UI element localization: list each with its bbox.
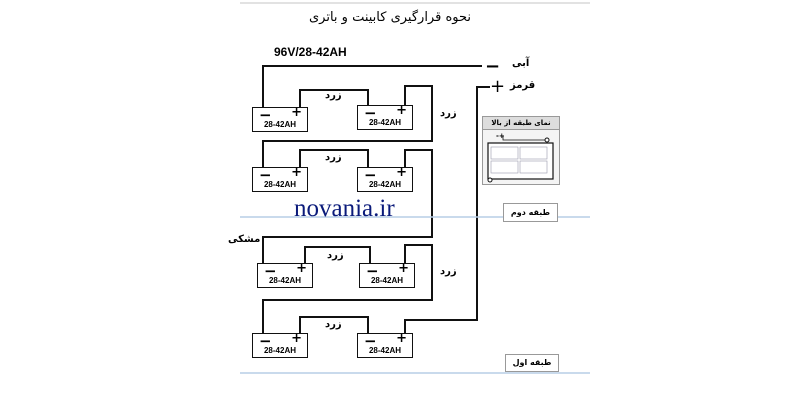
black-wire-label: مشکی [228,234,261,245]
yellow-wire-label: زرد [325,319,342,330]
battery: −+28-42AH [257,261,313,288]
link-r1-r2 [262,85,433,167]
yellow-wire-label: زرد [440,266,457,277]
link-r3-r4 [262,244,433,333]
battery: −+28-42AH [357,331,413,358]
negative-terminal-icon: − [485,56,501,77]
jumper-r3 [304,246,371,263]
jumper-r4 [299,316,369,333]
battery: −+28-42AH [252,105,308,132]
red-wire-label: قرمز [510,80,536,91]
yellow-wire-label: زرد [327,250,344,261]
diagram-title: نحوه قرارگیری کابینت و باتری [308,10,471,25]
yellow-wire-label: زرد [440,108,457,119]
top-divider [240,2,590,4]
yellow-wire-label: زرد [325,90,342,101]
red-wire [404,86,490,333]
inset-drawing: -+ [487,132,554,183]
black-wire [262,149,433,263]
system-spec: 96V/28-42AH [274,45,347,59]
top-view-inset: نمای طبقه از بالا -+ [482,116,560,185]
second-shelf-label: طبقه دوم [503,203,558,222]
blue-wire [262,65,482,107]
watermark: novania.ir [294,195,395,222]
blue-wire-label: آبی [512,58,530,69]
svg-text:-+: -+ [496,132,505,140]
battery: −+28-42AH [252,165,308,192]
jumper-r1 [299,89,369,107]
first-shelf-label: طبقه اول [505,354,559,372]
inset-title: نمای طبقه از بالا [483,117,559,130]
battery: −+28-42AH [357,165,413,192]
positive-terminal-icon: + [490,76,506,97]
battery: −+28-42AH [359,261,415,288]
battery: −+28-42AH [252,331,308,358]
battery: −+28-42AH [357,103,413,130]
jumper-r2 [299,149,369,167]
yellow-wire-label: زرد [325,152,342,163]
